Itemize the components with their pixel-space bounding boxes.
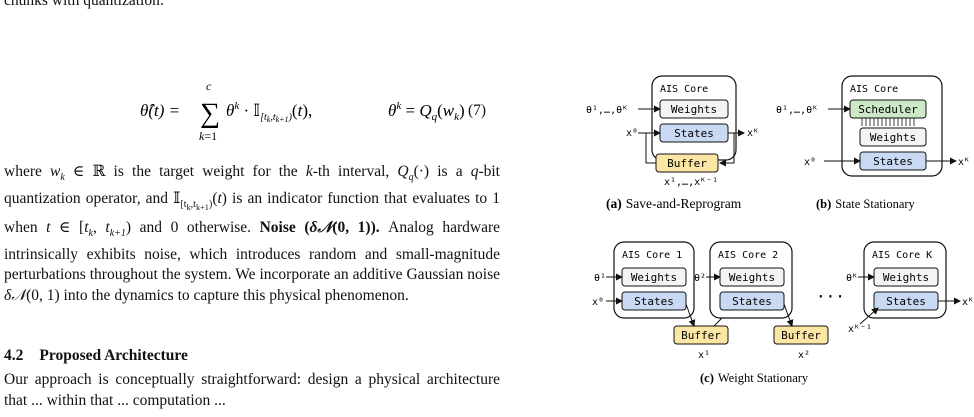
ellipsis: ··· [816, 287, 845, 306]
panel-a: AIS Core Weights States Buffer θ¹,…,θᴷ x… [586, 75, 759, 211]
buffer-label-a: Buffer [667, 157, 707, 170]
weights-label-c2: Weights [729, 271, 775, 284]
svg-text:∑: ∑ [200, 98, 220, 129]
caption-c-label: (c) [700, 371, 714, 385]
svg-text:(b)State Stationary: (b) State Stationary [816, 197, 916, 211]
theta1-input: θ¹ [594, 273, 606, 284]
intro-line: chunks with quantization: [4, 0, 165, 9]
paragraph-definitions: where wk ∈ ℝ is the target weight for th… [4, 163, 501, 304]
paragraph-approach: Our approach is conceptually straightfor… [4, 371, 500, 409]
caption-c-text: Weight Stationary [718, 371, 809, 385]
weights-label-a: Weights [671, 103, 717, 116]
buffer-label-c2: Buffer [781, 329, 821, 342]
weights-block-b [859, 127, 927, 147]
x2-label-c: x² [798, 350, 810, 361]
scheduler-comb [861, 118, 915, 126]
weights-label-ck: Weights [883, 271, 929, 284]
ais-core-1-title: AIS Core 1 [622, 250, 682, 261]
svg-text:k=1: k=1 [199, 129, 217, 143]
panel-b: AIS Core Scheduler Weights States θ¹,…,θ… [776, 75, 970, 211]
scheduler-label: Scheduler [858, 103, 918, 116]
svg-text:(a)Save-and-Reprogram: (a) Save-and-Reprogram [606, 196, 742, 211]
x0-input-b: x⁰ [804, 157, 816, 168]
states-label-ck: States [886, 295, 926, 308]
states-label-b: States [873, 155, 913, 168]
panel-c: AIS Core 1 Weights States θ¹ x⁰ Buffer x… [592, 241, 974, 385]
xKm1-input-c: xᴷ⁻¹ [848, 324, 872, 335]
states-label-a: States [674, 127, 714, 140]
weights-label-c1: Weights [631, 271, 677, 284]
weights-label-b: Weights [870, 131, 916, 144]
theta-input-a: θ¹,…,θᴷ [586, 105, 628, 116]
x0-input-c: x⁰ [592, 297, 604, 308]
x-intermediate-a: x¹,…,xᴷ⁻¹ [664, 177, 718, 188]
states-block-c2 [719, 291, 785, 311]
thetaK-input: θᴷ [846, 273, 858, 284]
buffer-block-c1 [673, 325, 729, 345]
xK-output-a: xᴷ [747, 128, 759, 139]
xK-output-c: xᴷ [962, 297, 974, 308]
xK-output-b: xᴷ [958, 157, 970, 168]
ais-core-a-title: AIS Core [660, 84, 708, 95]
buffer-label-c1: Buffer [681, 329, 721, 342]
x0-input-a: x⁰ [626, 128, 638, 139]
states-label-c1: States [634, 295, 674, 308]
svg-text:c: c [206, 79, 212, 93]
theta2-input: θ² [694, 273, 706, 284]
x1-label-c: x¹ [698, 350, 710, 361]
svg-text:θk · 𝕀[tk,tk+1)(t),: θk · 𝕀[tk,tk+1)(t), [226, 100, 312, 124]
svg-text:(c)Weight Stationary: (c) Weight Stationary [700, 371, 809, 385]
buffer-block-c2 [773, 325, 829, 345]
states-label-c2: States [732, 295, 772, 308]
caption-a-label: (a) [606, 196, 622, 211]
equation-svg: θ̂(t) = ∑ c k=1 θk · 𝕀[tk,tk+1)(t), θk =… [140, 79, 465, 143]
equation-number: (7) [468, 102, 487, 119]
equation-7: θ̂(t) = ∑ c k=1 θk · 𝕀[tk,tk+1)(t), θk =… [140, 76, 500, 148]
caption-a-text: Save-and-Reprogram [626, 196, 742, 211]
svg-text:θk = Qq(wk): θk = Qq(wk) [388, 100, 465, 123]
caption-b-text: State Stationary [835, 197, 915, 211]
svg-text:θ̂(t) =: θ̂(t) = [140, 101, 180, 120]
caption-b-label: (b) [816, 197, 831, 211]
architecture-figure: AIS Core Weights States Buffer θ¹,…,θᴷ x… [586, 75, 974, 385]
ais-core-b-title: AIS Core [850, 84, 898, 95]
theta-input-b: θ¹,…,θᴷ [776, 105, 818, 116]
ais-core-k-title: AIS Core K [872, 250, 932, 261]
ais-core-2-title: AIS Core 2 [718, 250, 778, 261]
